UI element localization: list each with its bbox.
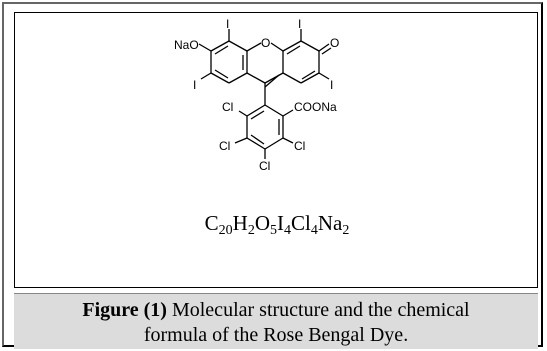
atom-nao: NaO <box>174 38 199 52</box>
bond <box>282 72 302 84</box>
formula-count: 4 <box>284 223 291 238</box>
formula-element: Cl <box>291 211 311 235</box>
bond <box>246 42 262 52</box>
atom-i-top-right: I <box>298 17 301 31</box>
figure-caption: Figure (1) Molecular structure and the c… <box>14 298 538 348</box>
bond <box>318 72 330 80</box>
bond <box>238 110 248 117</box>
molecular-structure: NaO O O I I I I Cl COONa Cl Cl Cl <box>174 17 339 173</box>
formula-element: O <box>254 211 270 235</box>
bond <box>301 70 316 80</box>
bond <box>282 109 294 117</box>
bond <box>210 40 230 52</box>
bond <box>210 72 230 84</box>
caption-label: Figure (1) <box>82 299 167 321</box>
formula-count: 20 <box>218 223 233 238</box>
atom-cl-left: Cl <box>219 139 230 153</box>
bond <box>246 72 266 84</box>
figure-panel: NaO O O I I I I Cl COONa Cl Cl Cl C20H2O… <box>14 12 538 288</box>
atom-o-ring: O <box>261 36 270 50</box>
atom-i-right: I <box>330 78 333 92</box>
caption-text-line1: Molecular structure and the chemical <box>166 299 470 321</box>
bond <box>228 40 248 52</box>
atom-coona: COONa <box>294 100 337 114</box>
atom-i-top-left: I <box>226 17 229 31</box>
formula-element: H <box>232 211 248 235</box>
formula-count: 4 <box>310 223 318 238</box>
bond <box>264 137 284 150</box>
bond <box>228 72 248 84</box>
bond <box>270 42 284 52</box>
formula-count: 2 <box>247 223 255 238</box>
bond <box>264 72 284 84</box>
bond <box>282 40 302 52</box>
bond <box>264 74 280 88</box>
bond <box>282 137 294 144</box>
bond <box>300 72 320 84</box>
bond <box>250 134 265 145</box>
figure-frame: NaO O O I I I I Cl COONa Cl Cl Cl C20H2O… <box>2 2 543 349</box>
bond <box>321 47 332 55</box>
bond <box>300 40 320 52</box>
bond <box>200 72 212 80</box>
bond <box>264 104 284 117</box>
atom-labels: NaO O O I I I I Cl COONa Cl Cl Cl <box>174 17 339 173</box>
bond <box>246 137 266 150</box>
atom-o-ketone: O <box>330 36 339 50</box>
atom-cl-bottom: Cl <box>259 159 270 173</box>
caption-panel: Figure (1) Molecular structure and the c… <box>14 293 538 349</box>
caption-text-line2: formula of the Rose Bengal Dye. <box>143 324 409 346</box>
atom-cl-upper-left: Cl <box>222 100 233 114</box>
bond <box>214 45 229 55</box>
bond <box>318 43 330 52</box>
formula-element: Na <box>317 211 343 235</box>
bond <box>246 104 266 117</box>
bond <box>198 43 212 52</box>
formula-element: I <box>277 211 284 235</box>
bond <box>234 137 248 144</box>
atom-cl-right: Cl <box>294 139 305 153</box>
formula-count: 5 <box>270 223 277 238</box>
formula-count: 2 <box>342 223 350 238</box>
bond <box>250 110 265 120</box>
chemical-formula: C20H2O5I4Cl4Na2 <box>15 211 539 239</box>
bond <box>286 45 301 55</box>
formula-element: C <box>204 211 219 235</box>
bond <box>214 69 229 79</box>
atom-i-left: I <box>193 78 196 92</box>
bonds <box>198 29 332 159</box>
